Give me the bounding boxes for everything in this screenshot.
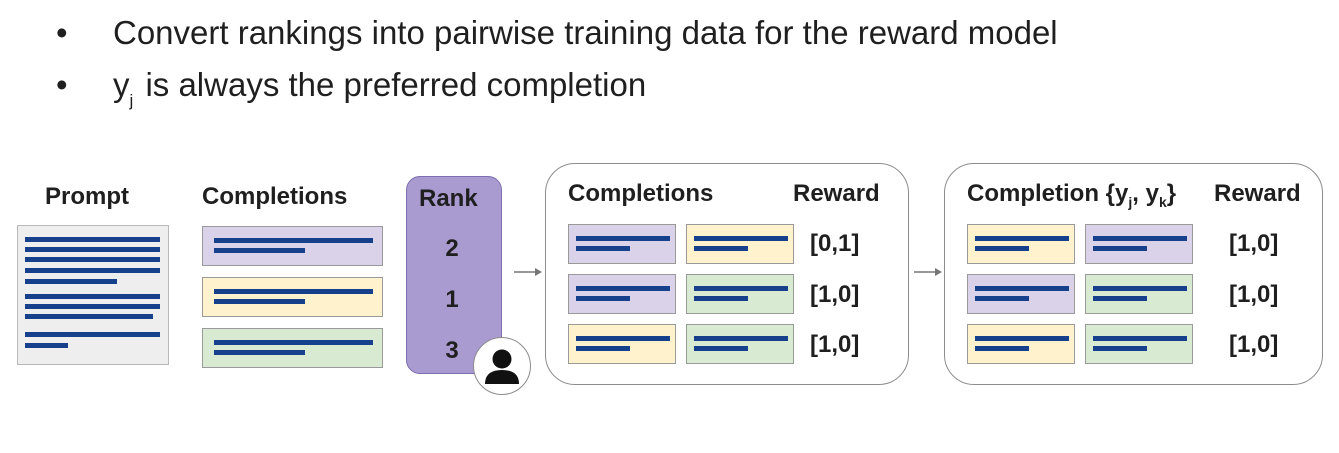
text-line — [694, 346, 748, 351]
ordered-reward: [1,0] — [1229, 281, 1279, 308]
text-line — [975, 286, 1069, 291]
text-line — [694, 246, 748, 251]
rank-value: 1 — [445, 286, 459, 313]
text-line — [214, 340, 373, 345]
text-line — [25, 247, 160, 252]
ordered-card-purple — [967, 274, 1075, 314]
text-line — [1093, 286, 1187, 291]
pair-reward: [0,1] — [810, 230, 860, 257]
ordered-completion-label: Completion {yj, yk} — [967, 180, 1176, 210]
text-line — [214, 289, 373, 294]
ordered-card-yellow — [967, 324, 1075, 364]
pair-card-green — [686, 274, 794, 314]
text-line — [576, 246, 630, 251]
ordered-card-green — [1085, 324, 1193, 364]
text-line — [25, 257, 160, 262]
pair-card-yellow — [686, 224, 794, 264]
bullet-dot: • — [56, 66, 68, 103]
prompt-document — [17, 225, 169, 365]
text-line — [25, 279, 117, 284]
bullet-dot: • — [56, 14, 68, 51]
pair-card-green — [686, 324, 794, 364]
text-line — [576, 236, 670, 241]
text-line — [25, 237, 160, 242]
ordered-card-green — [1085, 274, 1193, 314]
bullet-2-text: yj is always the preferred completion — [113, 65, 646, 121]
pair-reward: [1,0] — [810, 281, 860, 308]
text-line — [1093, 346, 1147, 351]
bullet-1-text: Convert rankings into pairwise training … — [113, 14, 1058, 51]
pair-card-purple — [568, 224, 676, 264]
person-icon — [485, 349, 519, 384]
text-line — [1093, 336, 1187, 341]
pair-reward: [1,0] — [810, 331, 860, 358]
text-line — [694, 236, 788, 241]
set-close: } — [1166, 180, 1177, 207]
text-line — [25, 268, 160, 273]
rank-value: 3 — [445, 337, 459, 364]
text-line — [576, 296, 630, 301]
ordered-pairs-panel: Completion {yj, yk} Reward [1,0] [1,0] [… — [944, 163, 1323, 385]
ordered-reward: [1,0] — [1229, 230, 1279, 257]
ordered-reward: [1,0] — [1229, 331, 1279, 358]
arrow-right-icon — [914, 268, 942, 276]
pairwise-panel: Completions Reward [0,1] [1,0] [1,0] — [545, 163, 909, 385]
ordered-card-purple — [1085, 224, 1193, 264]
y-symbol: y — [113, 66, 130, 103]
completion-card-green — [202, 328, 383, 368]
pair-card-purple — [568, 274, 676, 314]
completions-label: Completions — [202, 183, 348, 210]
text-line — [25, 343, 68, 348]
text-line — [975, 296, 1029, 301]
text-line — [694, 336, 788, 341]
ordered-card-yellow — [967, 224, 1075, 264]
completion-word: Completion — [967, 180, 1099, 207]
arrow-right-icon — [514, 268, 542, 276]
text-line — [25, 304, 160, 309]
text-line — [975, 346, 1029, 351]
text-line — [576, 286, 670, 291]
pairs-reward-label: Reward — [793, 180, 880, 207]
text-line — [1093, 246, 1147, 251]
pairs-completions-label: Completions — [568, 180, 714, 207]
text-line — [576, 346, 630, 351]
text-line — [694, 286, 788, 291]
pair-card-yellow — [568, 324, 676, 364]
human-ranker-badge — [473, 337, 531, 395]
text-line — [975, 246, 1029, 251]
y-subscript: j — [129, 91, 134, 110]
ordered-reward-label: Reward — [1214, 180, 1301, 207]
prompt-label: Prompt — [45, 183, 129, 210]
text-line — [25, 314, 153, 319]
text-line — [1093, 296, 1147, 301]
text-line — [214, 238, 373, 243]
text-line — [214, 248, 305, 253]
text-line — [214, 299, 305, 304]
text-line — [1093, 236, 1187, 241]
text-line — [975, 336, 1069, 341]
set-separator: , y — [1132, 180, 1159, 207]
completion-card-purple — [202, 226, 383, 266]
rank-value: 2 — [445, 235, 459, 262]
text-line — [25, 294, 160, 299]
subscript-k: k — [1158, 194, 1167, 210]
text-line — [214, 350, 305, 355]
set-open: {y — [1105, 180, 1129, 207]
bullet-2-rest: is always the preferred completion — [136, 66, 647, 103]
text-line — [975, 236, 1069, 241]
text-line — [25, 332, 160, 337]
text-line — [576, 336, 670, 341]
rank-label: Rank — [419, 185, 478, 212]
completion-card-yellow — [202, 277, 383, 317]
subscript-j: j — [1128, 194, 1133, 210]
text-line — [694, 296, 748, 301]
